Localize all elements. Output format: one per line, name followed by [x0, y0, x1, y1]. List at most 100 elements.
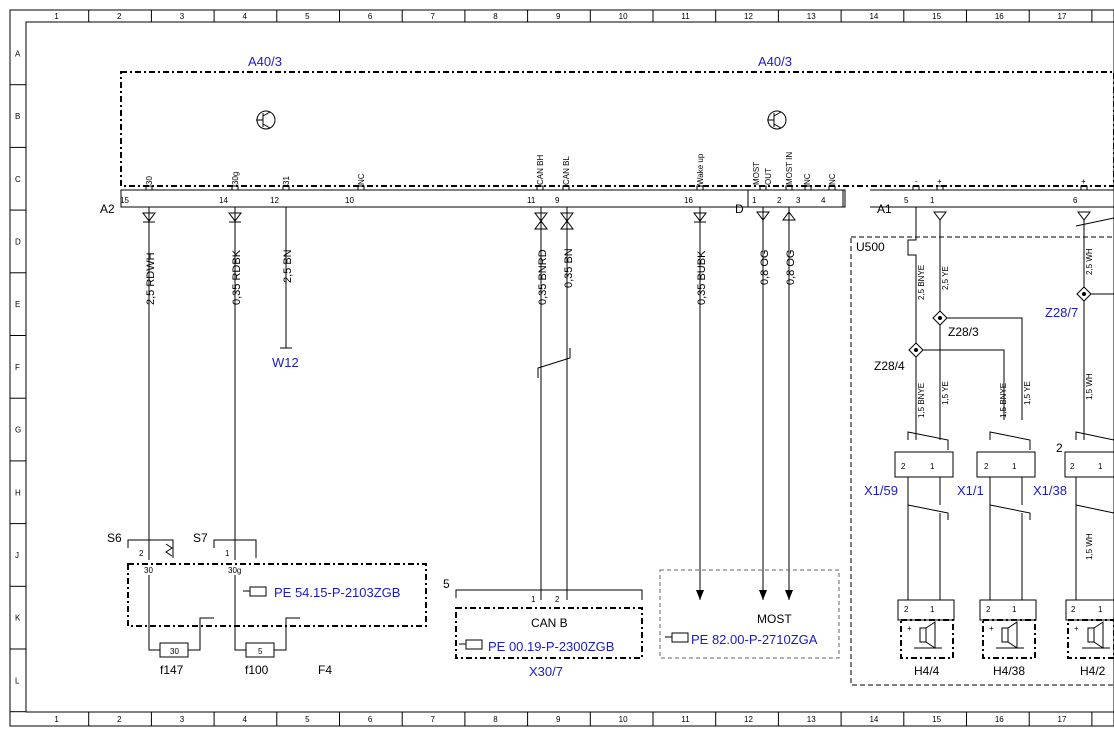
ref-w12[interactable]: W12 [272, 355, 299, 370]
pin-label-out: OUT [764, 168, 773, 185]
grid-row-label: C [15, 175, 21, 184]
pin-label-canbl: CAN BL [562, 156, 571, 185]
hand-pointer-icon [459, 639, 483, 650]
connector-blocks [894, 451, 1114, 478]
speaker-pin: 1 [930, 605, 935, 614]
wire-label: 0,8 OG [785, 250, 797, 285]
pin-label-nc: NC [828, 173, 837, 185]
pin-number: 15 [120, 196, 129, 205]
grid-column-label: 16 [995, 715, 1004, 724]
ref-x1-38[interactable]: X1/38 [1033, 483, 1067, 498]
grid-column-label: 3 [180, 12, 185, 21]
wire-label: 0,35 RDBK [231, 249, 243, 305]
grid-row-label: G [15, 426, 21, 435]
hand-pointer-icon [243, 586, 267, 597]
speaker-pin: 2 [986, 605, 991, 614]
a40-right-label[interactable]: A40/3 [758, 54, 792, 69]
ref-z28-7[interactable]: Z28/7 [1045, 305, 1078, 320]
pin-number: 16 [684, 196, 693, 205]
grid-column-label: 13 [807, 12, 816, 21]
connector-pin: 2 [901, 462, 906, 471]
ref-x1-1[interactable]: X1/1 [957, 483, 984, 498]
grid-row-label: E [15, 300, 20, 309]
transistor-icon [256, 110, 276, 130]
grid-column-label: 17 [1058, 715, 1067, 724]
ref-x30-7[interactable]: X30/7 [529, 664, 563, 679]
hand-pointer-icon [665, 632, 689, 643]
pin-label-30: 30 [145, 176, 154, 185]
fuse-f147: f147 [160, 663, 184, 677]
wire-label: 2,5 RDWH [145, 252, 157, 305]
d-connector-strip [747, 189, 844, 208]
pin-label-31: 31 [282, 176, 291, 185]
wire-label: 1,5 BNYE [999, 383, 1008, 418]
a1-label: A1 [877, 202, 892, 216]
wire-label: 1,5 YE [941, 381, 950, 405]
s6-pin: 2 [139, 549, 144, 558]
pin-label-minus: - [915, 177, 918, 186]
u500-label: U500 [856, 240, 885, 254]
grid-column-label: 11 [681, 715, 690, 724]
pe-ref-link[interactable]: PE 82.00-P-2710ZGA [691, 632, 818, 647]
pin-label-canbh: CAN BH [536, 155, 545, 185]
pin-number: 12 [270, 196, 279, 205]
pin-number: 4 [821, 196, 826, 205]
grid-column-label: 6 [368, 715, 373, 724]
grid-row-label: D [15, 237, 21, 246]
speaker-pin: 2 [1071, 605, 1076, 614]
grid-row-label: L [15, 676, 20, 685]
canb-label: CAN B [531, 616, 568, 630]
grid-column-label: 3 [180, 715, 185, 724]
a2-label: A2 [100, 202, 115, 216]
speaker-pin: 1 [1098, 605, 1103, 614]
wire-label: 0,8 OG [759, 250, 771, 285]
pin-number: 6 [1073, 196, 1078, 205]
grid-column-label: 16 [995, 12, 1004, 21]
grid-column-label: 9 [556, 12, 561, 21]
pin-label-30g: 30g [231, 172, 240, 185]
grid-column-label: 13 [807, 715, 816, 724]
frame-outer [9, 9, 1114, 727]
d-label: D [735, 202, 744, 216]
transistor-icon [767, 110, 787, 130]
grid-column-label: 7 [431, 12, 436, 21]
u500-two-label: 2 [1056, 441, 1063, 455]
ref-h4-38: H4/38 [993, 664, 1025, 678]
pin-number: 5 [904, 196, 909, 205]
fuse-value: 5 [258, 647, 263, 656]
pin-label-plus: + [937, 177, 942, 186]
pe-ref-link[interactable]: PE 54.15-P-2103ZGB [274, 585, 400, 600]
svg-text:+: + [989, 624, 994, 633]
f4-fuse-block [127, 539, 427, 658]
a2-connector-strip [120, 189, 846, 208]
fuse-f100: f100 [245, 663, 269, 677]
speaker-icon: + [907, 621, 942, 649]
frame-inner [25, 21, 1114, 713]
grid-column-label: 5 [305, 12, 310, 21]
a40-left-label[interactable]: A40/3 [248, 54, 282, 69]
grid-row-label: B [15, 112, 20, 121]
a40-module-box [120, 71, 1114, 187]
connector-arrows [142, 211, 1091, 230]
connector-pin: 1 [930, 462, 935, 471]
grid-column-label: 12 [744, 715, 753, 724]
pe-ref-link[interactable]: PE 00.19-P-2300ZGB [488, 639, 614, 654]
wire-lines-left [148, 207, 790, 600]
pin-number: 3 [796, 196, 801, 205]
canb-pin: 1 [531, 595, 536, 604]
grid-column-label: 1 [54, 715, 59, 724]
grid-column-label: 11 [681, 12, 690, 21]
wire-lines-u500 [907, 207, 1114, 600]
f4-label: F4 [318, 663, 332, 677]
wire-label: 2,5 BN [282, 249, 294, 283]
wire-label: 1,5 YE [1023, 381, 1032, 405]
grid-column-label: 8 [493, 715, 498, 724]
ref-z28-4: Z28/4 [874, 359, 905, 373]
speaker-pin: 1 [1012, 605, 1017, 614]
pin-ticks [145, 185, 1088, 191]
ref-x1-59[interactable]: X1/59 [864, 483, 898, 498]
grid-column-label: 15 [932, 12, 941, 21]
